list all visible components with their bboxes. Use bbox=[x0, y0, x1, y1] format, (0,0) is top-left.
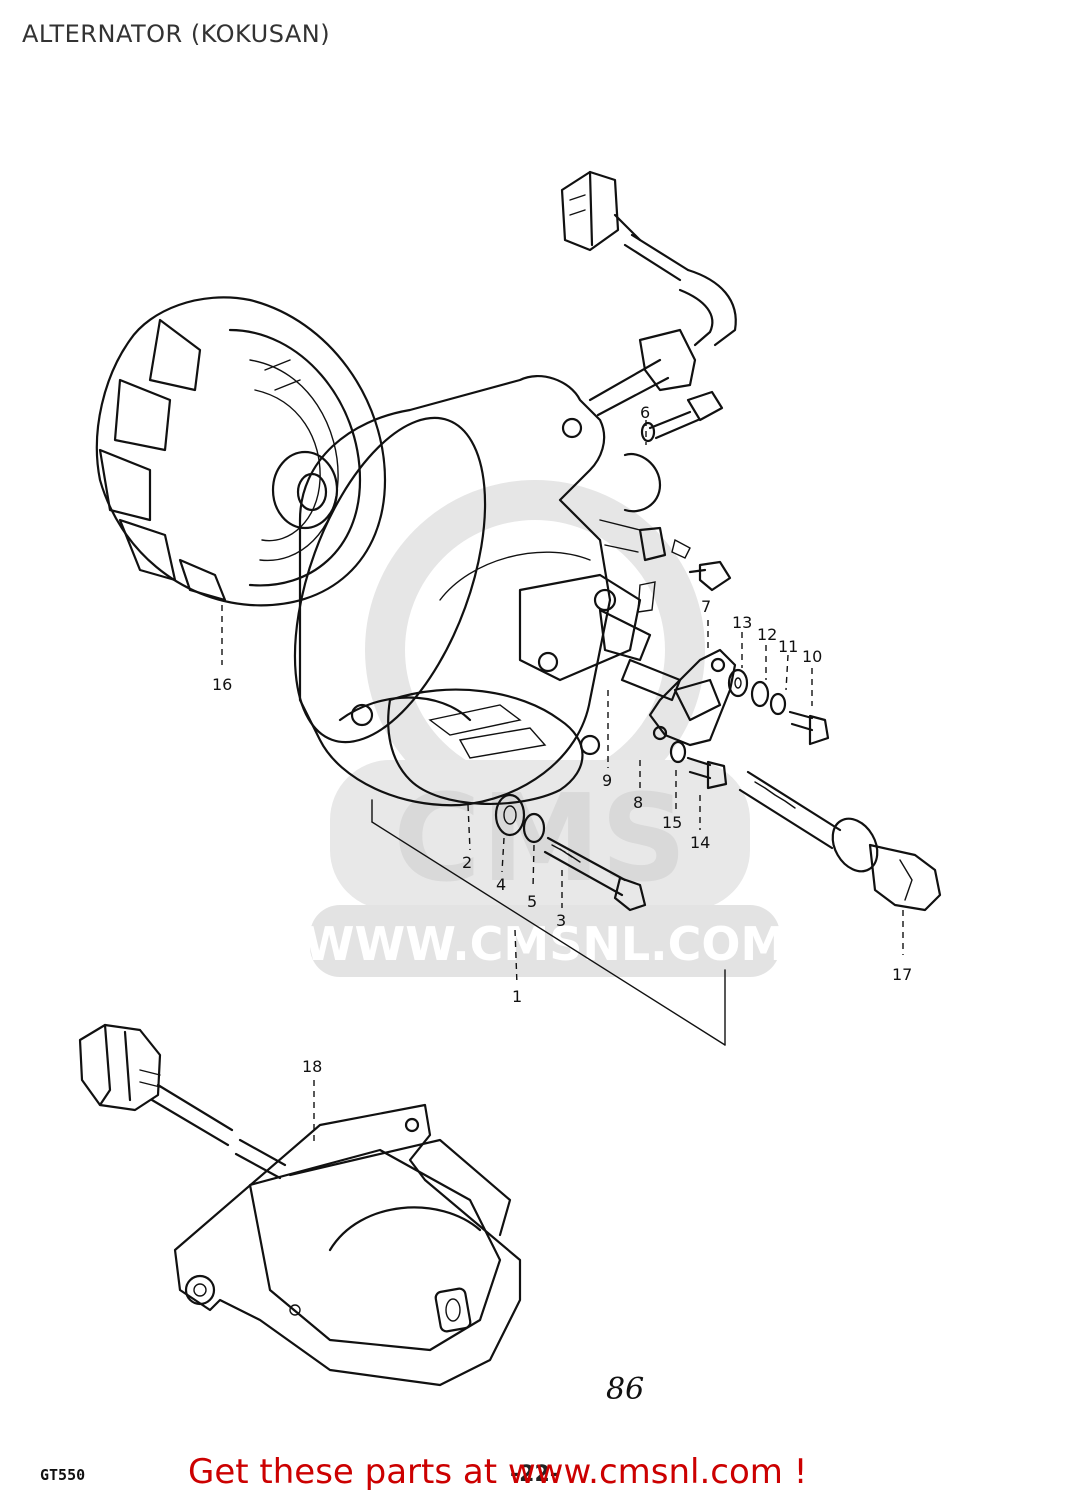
callout-13: 13 bbox=[732, 613, 752, 632]
brush-holder-assembly: 7 9 8 bbox=[602, 526, 737, 812]
callout-11: 11 bbox=[778, 637, 798, 656]
alternator-assembly-bracket-part-1: 1 bbox=[371, 799, 726, 1046]
watermark-url-text: WWW.CMSNL.COM bbox=[304, 917, 787, 971]
cms-watermark-logo: CMS WWW.CMSNL.COM bbox=[304, 480, 787, 977]
regulator-part-18: 18 bbox=[78, 1023, 522, 1387]
callout-2: 2 bbox=[462, 853, 472, 872]
screw-part-3: 3 bbox=[543, 836, 647, 930]
callout-5: 5 bbox=[527, 892, 537, 911]
model-code-label: GT550 bbox=[40, 1466, 86, 1484]
get-parts-link[interactable]: Get these parts at www.cmsnl.com ! bbox=[188, 1452, 808, 1492]
callout-15: 15 bbox=[662, 813, 682, 832]
washer-part-4: 4 bbox=[494, 793, 526, 894]
callout-14: 14 bbox=[690, 833, 710, 852]
washer-part-15: 15 bbox=[662, 740, 687, 832]
callout-3: 3 bbox=[556, 911, 566, 930]
screw-part-6: 6 bbox=[623, 390, 724, 513]
stator-housing-part-2: 2 bbox=[293, 375, 652, 872]
callout-8: 8 bbox=[633, 793, 643, 812]
screw-part-14: 14 bbox=[686, 756, 728, 852]
callout-18: 18 bbox=[302, 1057, 322, 1076]
washer-part-11: 11 bbox=[769, 637, 798, 716]
callout-4: 4 bbox=[496, 875, 506, 894]
callout-1: 1 bbox=[512, 987, 522, 1006]
washer-part-13: 13 bbox=[727, 613, 752, 698]
page-number: -22- bbox=[510, 1462, 559, 1487]
stator-wire-connector bbox=[560, 170, 737, 417]
callout-7: 7 bbox=[701, 597, 711, 616]
callout-6: 6 bbox=[640, 403, 650, 422]
bolt-part-17: 17 bbox=[738, 770, 942, 984]
callout-12: 12 bbox=[757, 625, 777, 644]
washer-part-5: 5 bbox=[522, 812, 546, 911]
callout-9: 9 bbox=[602, 771, 612, 790]
callout-16: 16 bbox=[212, 675, 232, 694]
page-title: ALTERNATOR (KOKUSAN) bbox=[22, 20, 331, 48]
callout-10: 10 bbox=[802, 647, 822, 666]
washer-part-12: 12 bbox=[750, 625, 777, 708]
rotor-part-16: 16 bbox=[95, 296, 387, 694]
screw-part-10: 10 bbox=[788, 647, 830, 746]
handwritten-page-note: 86 bbox=[606, 1372, 645, 1407]
callout-17: 17 bbox=[892, 965, 912, 984]
